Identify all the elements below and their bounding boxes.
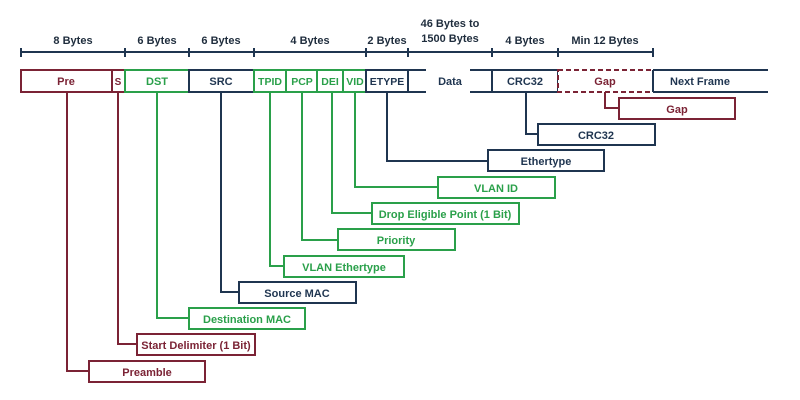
frame-label-src: SRC xyxy=(209,76,232,88)
callout-source-mac-box xyxy=(238,281,357,304)
callout-start-delimiter-box xyxy=(136,333,256,356)
byte-ruler xyxy=(20,48,654,57)
connector-preamble xyxy=(66,92,89,372)
frame-label-gap: Gap xyxy=(594,76,616,88)
callout-destination-mac-label: Destination MAC xyxy=(203,314,291,326)
frame-label-dst: DST xyxy=(146,76,168,88)
frame-label-etype: ETYPE xyxy=(370,76,404,88)
frame-label-pre: Pre xyxy=(57,76,75,88)
frame-label-vid: VID xyxy=(346,76,364,88)
ruler-label-preamble: 8 Bytes xyxy=(53,35,92,47)
callout-vlan-id-label: VLAN ID xyxy=(474,183,518,195)
ruler-label-etype: 2 Bytes xyxy=(367,35,406,47)
connectors xyxy=(66,92,619,372)
callout-source-mac-label: Source MAC xyxy=(264,288,329,300)
callout-destination-mac-box xyxy=(188,307,306,330)
connector-gap xyxy=(604,92,619,109)
ruler-label-vlan: 4 Bytes xyxy=(290,35,329,47)
callout-boxes xyxy=(88,97,736,383)
callout-priority-label: Priority xyxy=(377,235,416,247)
callout-vlan-ethertype-label: VLAN Ethertype xyxy=(302,262,386,274)
frame-label-crc: CRC32 xyxy=(507,76,543,88)
connector-vlan-ethertype xyxy=(269,92,284,267)
frame-row xyxy=(20,69,768,93)
callout-preamble-label: Preamble xyxy=(122,367,172,379)
ruler-label-gap: Min 12 Bytes xyxy=(571,35,638,47)
frame-label-tpid: TPID xyxy=(258,76,282,88)
connector-ethertype xyxy=(386,92,488,162)
callout-preamble-box xyxy=(88,360,206,383)
callout-gap-box xyxy=(618,97,736,120)
frame-label-s: S xyxy=(115,77,122,88)
callout-vlan-id-box xyxy=(437,176,556,199)
ruler-label-crc: 4 Bytes xyxy=(505,35,544,47)
callout-crc-box xyxy=(537,123,656,146)
connector-start-delimiter xyxy=(117,92,137,345)
connector-vlan-id xyxy=(354,92,438,188)
callout-dei-box xyxy=(371,202,520,225)
frame-field-next xyxy=(652,69,768,93)
connector-source-mac xyxy=(220,92,239,293)
callout-priority-box xyxy=(337,228,456,251)
connector-dei xyxy=(331,92,372,214)
callout-ethertype-box xyxy=(487,149,605,172)
callout-vlan-ethertype-box xyxy=(283,255,405,278)
callout-dei-label: Drop Eligible Point (1 Bit) xyxy=(379,209,512,221)
connector-priority xyxy=(301,92,338,241)
ruler-label-src: 6 Bytes xyxy=(201,35,240,47)
frame-label-data: Data xyxy=(438,76,463,88)
ruler-label-data-line2: 1500 Bytes xyxy=(421,33,479,45)
connector-destination-mac xyxy=(156,92,189,319)
frame-label-dei: DEI xyxy=(321,76,339,88)
ruler-label-dst: 6 Bytes xyxy=(137,35,176,47)
frame-field-data-border xyxy=(408,69,492,93)
frame-field-etype xyxy=(365,69,409,93)
ruler-label-data-line1: 46 Bytes to xyxy=(421,18,480,30)
frame-label-next: Next Frame xyxy=(670,76,730,88)
frame-label-pcp: PCP xyxy=(291,76,313,88)
callout-start-delimiter-label: Start Delimiter (1 Bit) xyxy=(141,340,251,352)
callout-crc-label: CRC32 xyxy=(578,130,614,142)
connector-crc xyxy=(525,92,538,135)
callout-ethertype-label: Ethertype xyxy=(521,156,572,168)
callout-gap-label: Gap xyxy=(666,104,688,116)
